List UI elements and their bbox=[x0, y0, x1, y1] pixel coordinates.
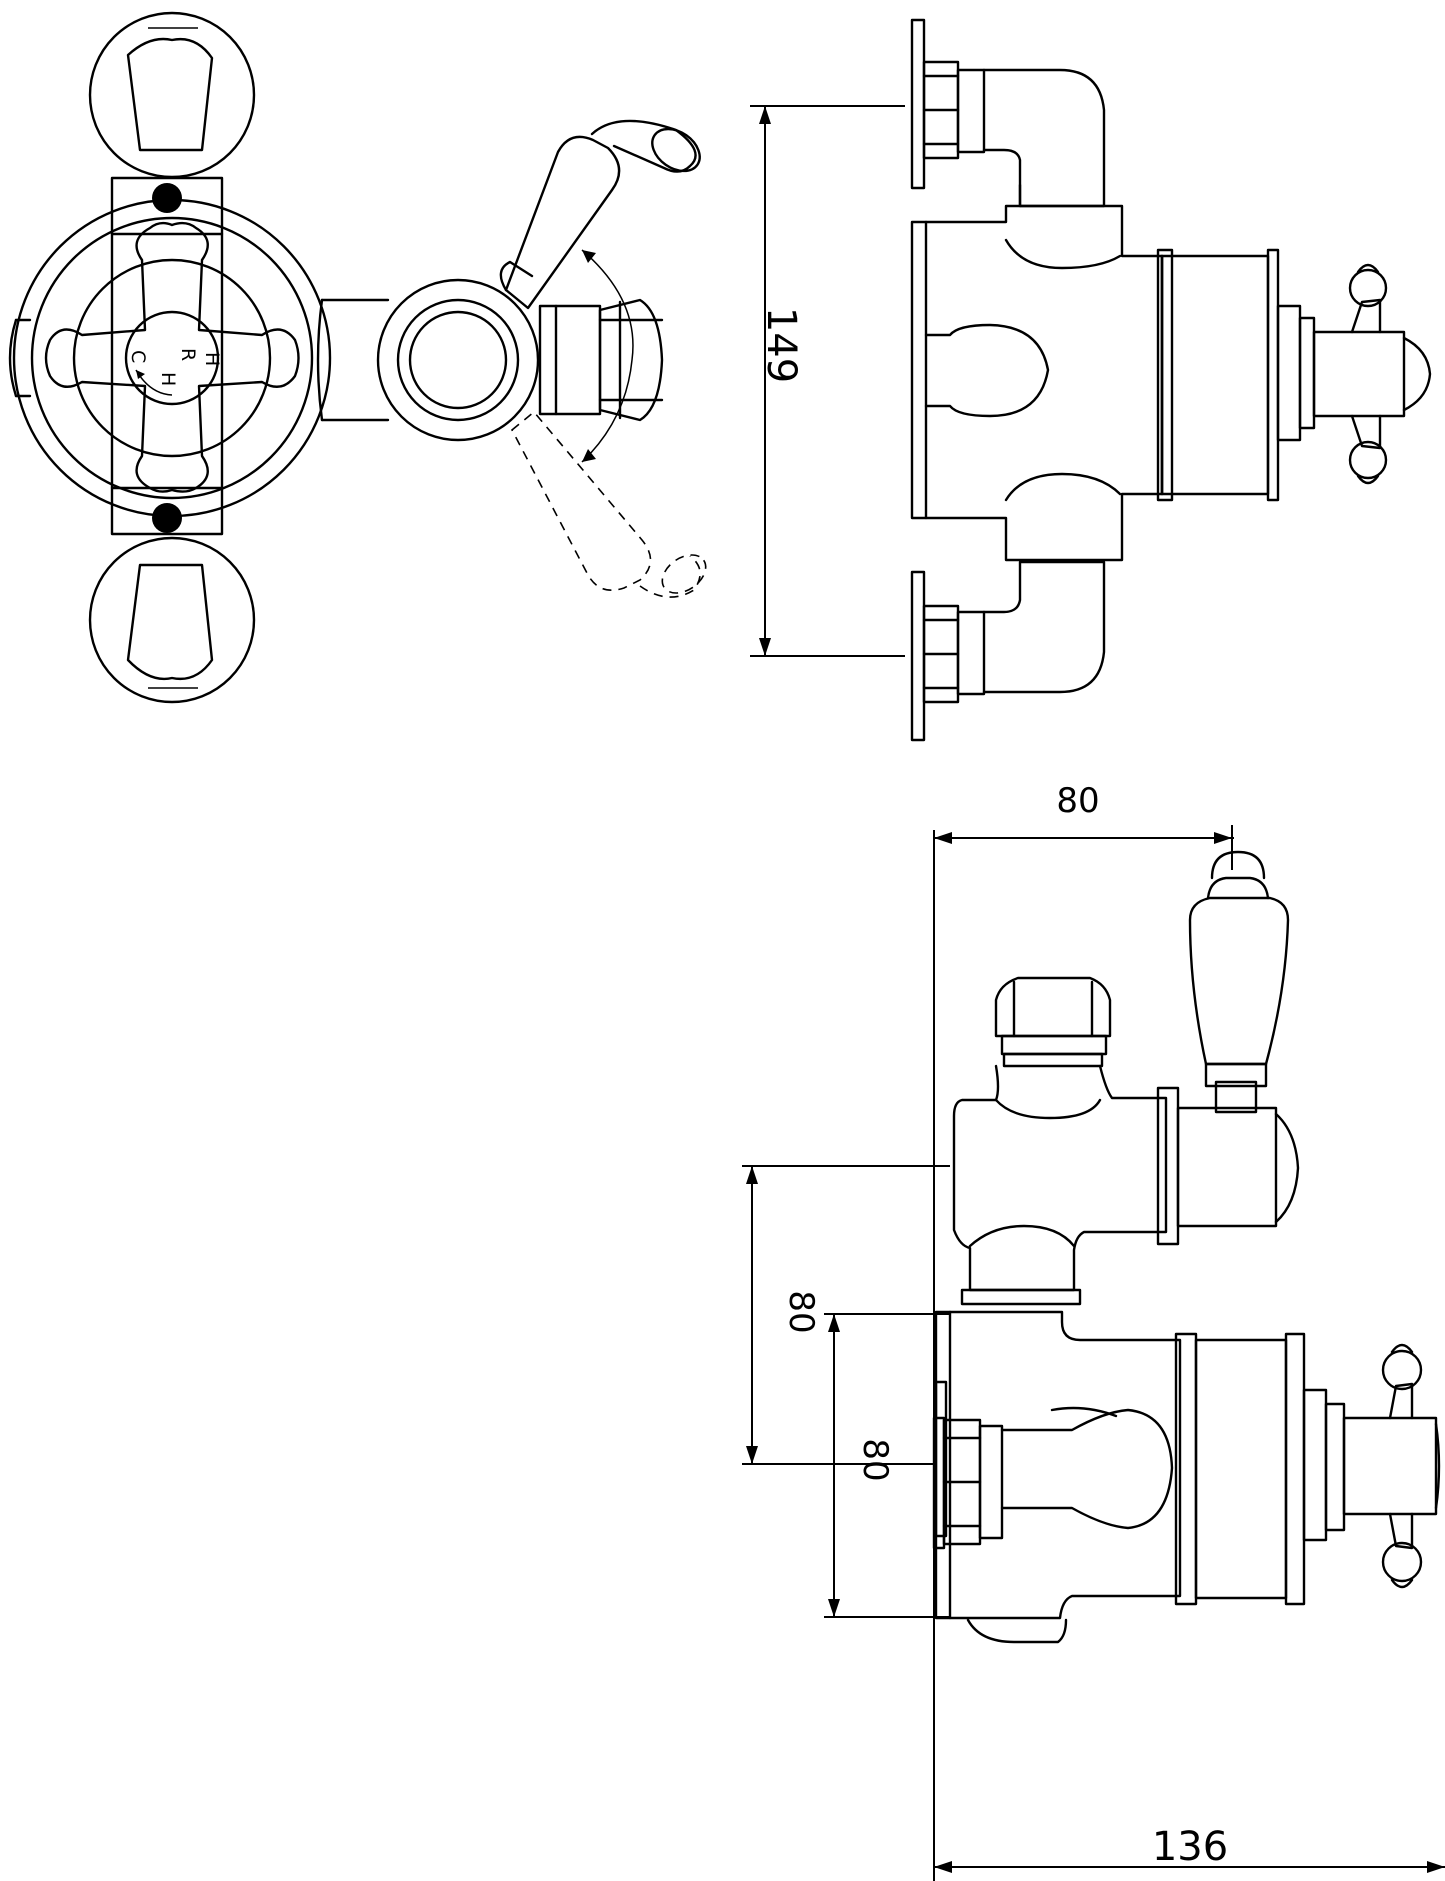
lever-handle-alt-position bbox=[510, 410, 707, 598]
dimension-136-depth: 136 bbox=[934, 1824, 1445, 1873]
upper-wall-plate bbox=[88, 11, 256, 179]
dial-marking-hot-right: H bbox=[201, 352, 223, 366]
side-view: 149 bbox=[750, 18, 1432, 742]
thermostatic-body-top bbox=[932, 1310, 1441, 1644]
dimension-label-149: 149 bbox=[758, 307, 804, 383]
lower-inlet bbox=[910, 560, 1106, 742]
fixing-screw-lower bbox=[152, 503, 182, 533]
valve-body-side bbox=[910, 204, 1432, 562]
dimension-149: 149 bbox=[750, 105, 905, 657]
dial-marking-cold: C bbox=[127, 350, 149, 363]
flow-valve-top bbox=[952, 850, 1300, 1306]
dimension-80-centers-outer: 80 bbox=[742, 1165, 950, 1465]
connecting-pipe bbox=[316, 298, 390, 422]
flow-valve bbox=[376, 278, 664, 442]
valve-stem bbox=[110, 176, 224, 536]
dial-marking-hot: H bbox=[157, 372, 179, 386]
dimension-80-centers-inner: 80 bbox=[824, 1313, 950, 1618]
dial-marking-right: R bbox=[177, 348, 199, 361]
crosshead-handle: H R C H bbox=[44, 221, 300, 493]
front-view: H R C H bbox=[8, 11, 707, 704]
fixing-screw-upper bbox=[152, 183, 182, 213]
dimension-label-80-width: 80 bbox=[1056, 781, 1099, 821]
upper-inlet bbox=[910, 18, 1106, 208]
dimension-80-width: 80 bbox=[934, 781, 1234, 870]
lever-handle bbox=[499, 119, 701, 310]
rotation-arc bbox=[581, 249, 634, 463]
top-view: 80 136 80 80 bbox=[742, 781, 1445, 1881]
lower-wall-plate bbox=[88, 536, 256, 704]
dimension-label-80-inner: 80 bbox=[855, 1438, 895, 1481]
dimension-label-80-outer: 80 bbox=[781, 1290, 821, 1333]
dimension-label-136-depth: 136 bbox=[1152, 1824, 1228, 1870]
temperature-dial bbox=[8, 198, 332, 518]
